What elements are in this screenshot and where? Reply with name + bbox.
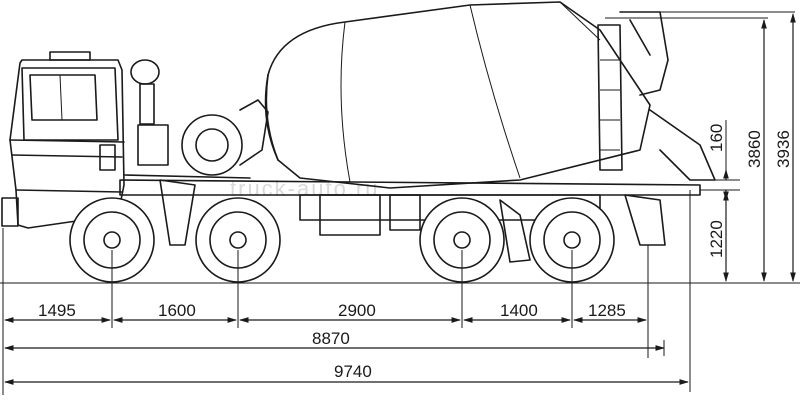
dim-overall-height-label: 3936 xyxy=(774,130,793,168)
dim-axle-2-3-label: 2900 xyxy=(338,301,376,320)
horizontal-dimensions: 1495 1600 2900 1400 1285 8870 9740 xyxy=(2,190,691,395)
dim-drum-height-label: 3860 xyxy=(745,130,764,168)
dim-step-height-label: 160 xyxy=(707,124,726,152)
vertical-dimensions: 160 1220 3860 3936 xyxy=(605,11,796,282)
dim-rear-overhang-label: 1285 xyxy=(588,301,626,320)
wheel-axle-3 xyxy=(419,197,505,283)
dim-axle-3-4-label: 1400 xyxy=(500,301,538,320)
wheel-axle-4 xyxy=(529,197,615,283)
engine-components xyxy=(124,59,269,179)
wheels xyxy=(69,197,615,283)
dim-front-overhang-label: 1495 xyxy=(38,301,76,320)
cab xyxy=(1,51,125,229)
rear-ladder xyxy=(597,11,716,181)
dim-axle-1-2-label: 1600 xyxy=(158,301,196,320)
mixer-drum xyxy=(264,1,651,189)
dim-frame-height-label: 1220 xyxy=(707,220,726,258)
watermark-text: truck-auto.ru xyxy=(230,176,380,201)
suspension-link xyxy=(499,199,531,263)
chassis-frame xyxy=(119,179,701,246)
truck-illustration xyxy=(0,1,800,284)
dim-overall-length-label: 9740 xyxy=(334,362,372,381)
dim-wheelbase-total-label: 8870 xyxy=(312,329,350,348)
